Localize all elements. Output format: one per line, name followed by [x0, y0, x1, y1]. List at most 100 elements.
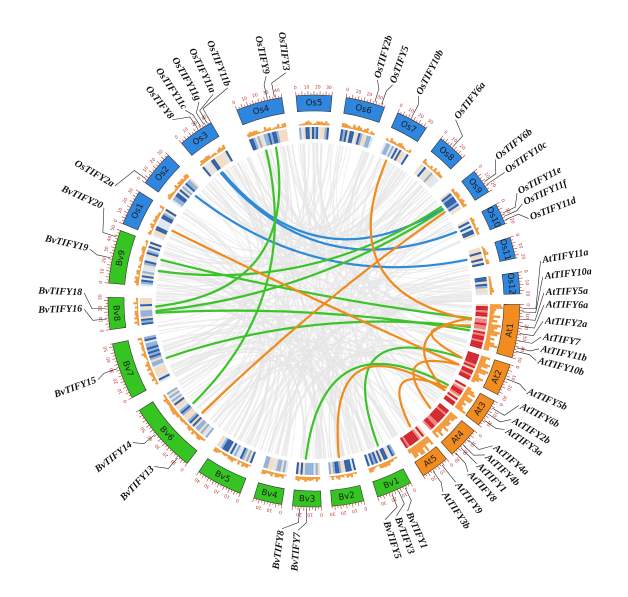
histogram-bar	[275, 126, 278, 130]
heatmap-cell	[457, 219, 469, 227]
gene-label: BvTIFY16	[37, 303, 82, 316]
axis-tick	[153, 434, 158, 438]
histogram-bar	[187, 426, 193, 432]
heatmap-cell	[164, 210, 176, 219]
histogram-bar	[154, 217, 159, 222]
gene-leader-line	[263, 75, 268, 99]
histogram-bar	[454, 192, 460, 198]
heatmap-cell	[475, 311, 488, 315]
heatmap-cell	[248, 138, 256, 151]
histogram-bar	[488, 323, 502, 328]
histogram-bar	[228, 456, 233, 461]
histogram-bar	[167, 193, 173, 199]
axis-tick	[425, 126, 428, 129]
heatmap-cell	[221, 152, 230, 164]
histogram-bar	[205, 155, 210, 161]
gene-leader-line	[411, 96, 419, 118]
axis-tick	[439, 464, 442, 467]
axis-tick	[148, 174, 151, 176]
axis-tick	[252, 497, 255, 502]
histogram-bar	[475, 229, 479, 233]
axis-tick	[502, 383, 505, 386]
histogram-bar	[474, 227, 479, 231]
heatmap-cell	[475, 290, 488, 294]
axis-tick	[479, 177, 482, 180]
gene-leader-line	[521, 261, 541, 310]
axis-tick	[165, 152, 169, 156]
background-link	[267, 147, 294, 453]
heatmap-cell	[393, 149, 402, 162]
heatmap-cell	[337, 460, 342, 474]
histogram-bar	[317, 476, 321, 480]
gene-leader-line	[515, 351, 537, 361]
axis-tick	[145, 422, 148, 425]
synteny-link-os4-bv6	[192, 149, 276, 405]
heatmap-cell	[173, 195, 185, 205]
chromosome-label: Os4	[252, 104, 271, 118]
axis-tick	[251, 100, 254, 105]
axis-tick	[257, 98, 260, 103]
heatmap-cell	[265, 133, 271, 146]
histogram-bar	[489, 292, 493, 295]
histogram-bar	[283, 122, 287, 128]
heatmap-cell	[429, 413, 440, 424]
axis-tick	[357, 502, 360, 507]
tick-label: 30	[203, 482, 211, 490]
heatmap-cell	[474, 319, 487, 324]
histogram-bar	[202, 438, 206, 442]
heatmap-cell	[175, 398, 186, 408]
chromosome-label: Os12	[505, 272, 517, 295]
heatmap-cell	[171, 393, 183, 403]
axis-tick	[246, 102, 249, 107]
axis-tick	[502, 216, 505, 219]
axis-tick	[203, 122, 207, 126]
heatmap-cell	[184, 182, 196, 193]
histogram-bar	[431, 430, 439, 438]
axis-tick	[375, 100, 378, 105]
tick-label: 0	[499, 198, 506, 203]
heatmap-cell	[361, 134, 368, 147]
heatmap-cell	[183, 407, 194, 418]
background-link	[165, 190, 428, 266]
axis-tick	[514, 251, 517, 253]
heatmap-cell	[273, 131, 279, 144]
gene-leader-line	[502, 192, 518, 214]
histogram-bar	[169, 405, 174, 410]
axis-tick	[127, 208, 130, 211]
heatmap-cell	[322, 127, 325, 140]
heatmap-cell	[447, 201, 459, 211]
axis-tick	[461, 154, 466, 159]
histogram-bar	[270, 128, 274, 131]
axis-tick	[340, 505, 342, 510]
axis-tick	[464, 441, 467, 444]
histogram-bar	[476, 367, 489, 375]
heatmap-cell	[159, 218, 172, 226]
heatmap-cell	[450, 386, 462, 395]
gene-label: AtTIFY6a	[545, 299, 588, 311]
heatmap-cell	[422, 420, 432, 431]
heatmap-cell	[437, 404, 448, 414]
histogram-bar	[308, 476, 312, 481]
heatmap-cell	[152, 233, 165, 241]
background-link	[169, 236, 327, 459]
histogram-bar	[142, 252, 145, 256]
heatmap-cell	[179, 403, 190, 413]
histogram-bar	[469, 217, 473, 221]
histogram-bar	[464, 390, 476, 398]
heatmap-cell	[245, 449, 253, 462]
axis-tick	[511, 241, 516, 244]
heatmap-cell	[408, 431, 418, 443]
axis-tick	[381, 102, 384, 107]
axis-tick	[106, 329, 111, 331]
heatmap-cell	[345, 130, 350, 143]
tick-label: 20	[417, 112, 425, 120]
histogram-bar	[230, 457, 235, 463]
chromosome-os9	[461, 170, 490, 201]
axis-tick	[240, 104, 243, 108]
axis-tick	[108, 258, 113, 260]
axis-tick	[485, 184, 489, 187]
axis-tick	[220, 484, 222, 488]
axis-tick	[113, 243, 116, 246]
heatmap-cell	[388, 444, 396, 456]
gene-leader-line	[281, 508, 300, 530]
